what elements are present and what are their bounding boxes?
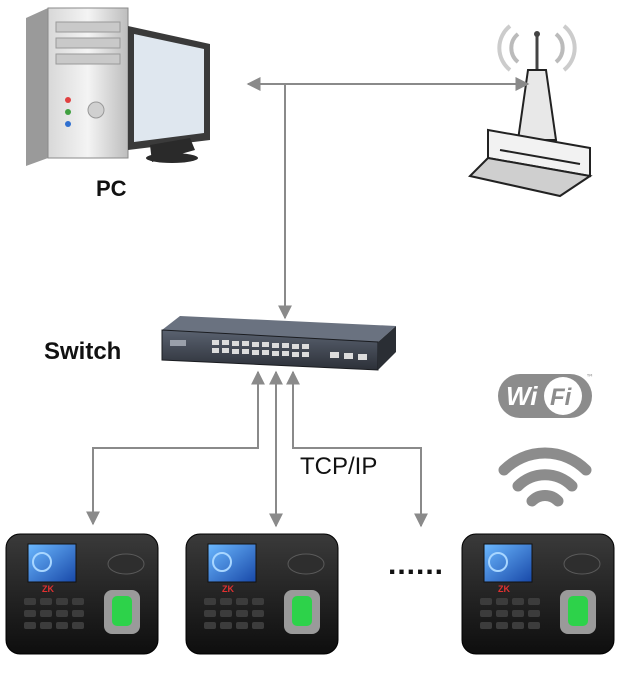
attendance-terminal-icon: ZK [461, 533, 615, 655]
link-terminal-3 [286, 370, 428, 528]
pc-label: PC [96, 176, 127, 201]
wifi-logo-wi: Wi [506, 381, 538, 411]
wifi-signal-icon [498, 447, 592, 507]
monitor-icon [128, 26, 210, 163]
wireless-router-icon [468, 24, 593, 198]
protocol-label: TCP/IP [300, 453, 378, 480]
attendance-terminal-1: ZK [5, 533, 159, 655]
terminal-brand: ZK [222, 584, 234, 594]
wifi-logo-fi: Fi [550, 384, 573, 411]
wifi-logo-icon: Wi Fi ™ [498, 373, 594, 418]
wifi-logo-tm: ™ [586, 373, 594, 382]
attendance-terminal-3: ZK [461, 533, 615, 655]
network-switch-icon [161, 316, 396, 371]
attendance-terminal-2: ZK [185, 533, 339, 655]
link-terminal-1 [86, 370, 265, 526]
terminal-brand: ZK [42, 584, 54, 594]
terminal-brand: ZK [498, 584, 510, 594]
switch-label: Switch [44, 338, 122, 365]
pc-tower-icon [26, 7, 129, 166]
connectors [86, 77, 530, 528]
attendance-terminal-icon: ZK [185, 533, 339, 655]
more-devices-ellipsis: ...... [388, 548, 445, 581]
attendance-terminal-icon: ZK [5, 533, 159, 655]
